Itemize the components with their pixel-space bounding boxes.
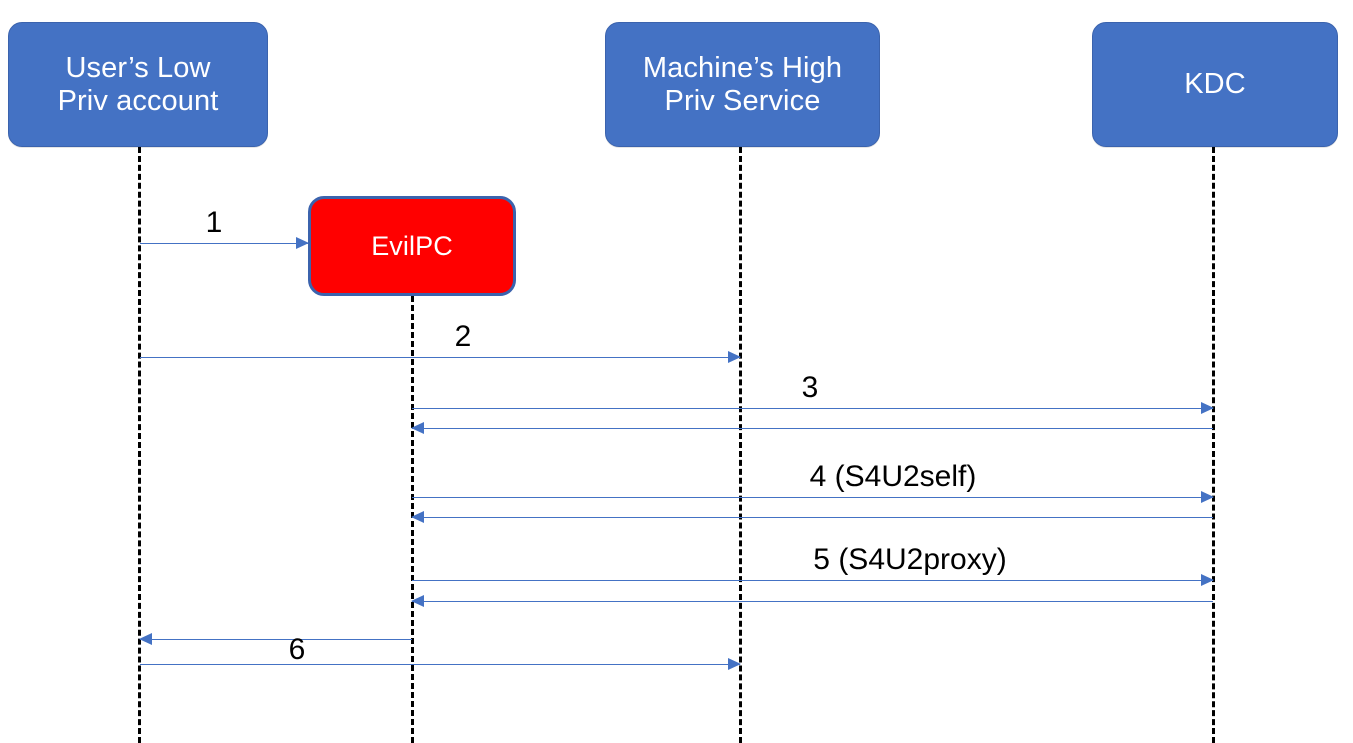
arrowhead-icon	[1201, 490, 1214, 503]
arrowhead-icon	[411, 510, 424, 523]
message-label-m1: 1	[205, 206, 223, 239]
arrowhead-icon	[1201, 401, 1214, 414]
lifeline-user	[137, 147, 141, 743]
participant-box-kdc[interactable]: KDC	[1092, 22, 1338, 147]
participant-label: User’s Low Priv account	[57, 52, 219, 117]
message-line	[412, 517, 1213, 518]
lifeline-kdc	[1211, 147, 1215, 743]
arrowhead-icon	[296, 236, 309, 249]
participant-label: KDC	[1184, 68, 1246, 101]
lifeline-service	[738, 147, 742, 743]
message-label-m4: 4 (S4U2self)	[809, 460, 977, 493]
message-line	[140, 243, 308, 244]
participant-label: EvilPC	[371, 230, 453, 261]
message-line	[140, 639, 412, 640]
arrowhead-icon	[728, 350, 741, 363]
message-line	[140, 357, 740, 358]
arrowhead-icon	[1201, 573, 1214, 586]
arrowhead-icon	[411, 421, 424, 434]
participant-box-user[interactable]: User’s Low Priv account	[8, 22, 268, 147]
message-label-m6: 6	[288, 633, 306, 666]
message-label-m5: 5 (S4U2proxy)	[813, 543, 1007, 576]
message-line	[412, 497, 1213, 498]
arrowhead-icon	[411, 594, 424, 607]
message-line	[412, 428, 1213, 429]
participant-box-service[interactable]: Machine’s High Priv Service	[605, 22, 880, 147]
message-line	[412, 580, 1213, 581]
arrowhead-icon	[728, 657, 741, 670]
message-line	[412, 601, 1213, 602]
arrowhead-icon	[139, 632, 152, 645]
message-line	[412, 408, 1213, 409]
message-label-m3: 3	[801, 371, 819, 404]
message-line	[140, 664, 740, 665]
message-label-m2: 2	[454, 320, 472, 353]
participant-label: Machine’s High Priv Service	[642, 52, 843, 117]
participant-box-evilpc[interactable]: EvilPC	[308, 196, 516, 296]
